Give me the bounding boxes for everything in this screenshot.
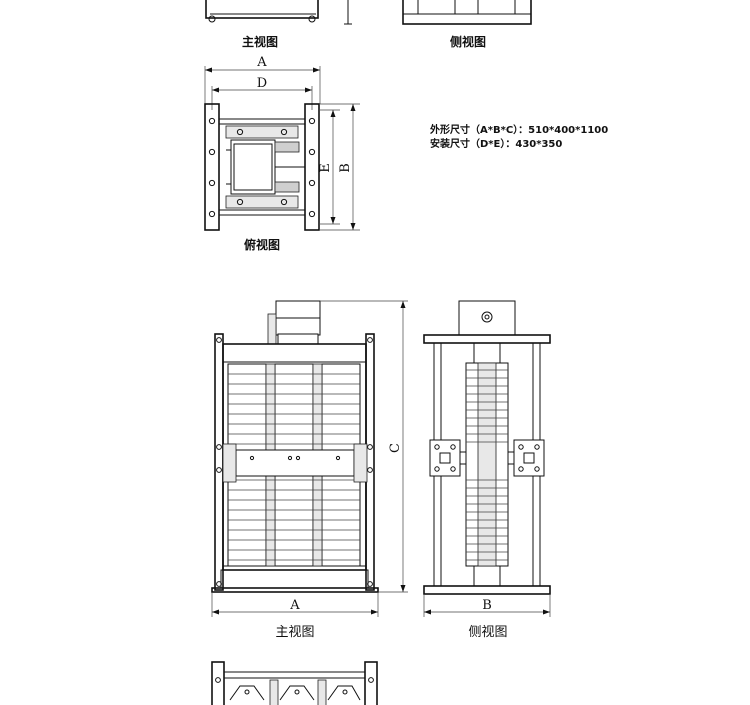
small-dim-d: D — [257, 76, 267, 91]
large-side-view — [423, 300, 551, 617]
large-side-view-label: 侧视图 — [468, 625, 507, 640]
large-dim-a: A — [289, 598, 300, 613]
small-top-view — [204, 66, 360, 231]
small-front-view — [205, 0, 352, 25]
large-top-view — [211, 661, 378, 705]
large-dim-c: C — [388, 443, 403, 453]
small-dim-b: B — [338, 163, 353, 173]
outline-dimensions-text: 外形尺寸（A*B*C）：510*400*1100 — [429, 123, 608, 136]
small-side-view — [402, 0, 532, 25]
small-dim-a: A — [256, 55, 267, 70]
resistor-fins — [228, 373, 360, 561]
small-top-view-label: 俯视图 — [244, 237, 280, 252]
large-front-view — [211, 300, 408, 617]
large-dim-b: B — [482, 598, 492, 613]
small-front-view-label: 主视图 — [242, 34, 278, 49]
resistor-stack-fins — [466, 369, 508, 561]
small-side-view-label: 侧视图 — [450, 34, 486, 49]
small-dim-e: E — [318, 163, 333, 173]
mounting-dimensions-text: 安装尺寸（D*E）：430*350 — [430, 137, 562, 150]
large-front-view-label: 主视图 — [275, 625, 314, 640]
